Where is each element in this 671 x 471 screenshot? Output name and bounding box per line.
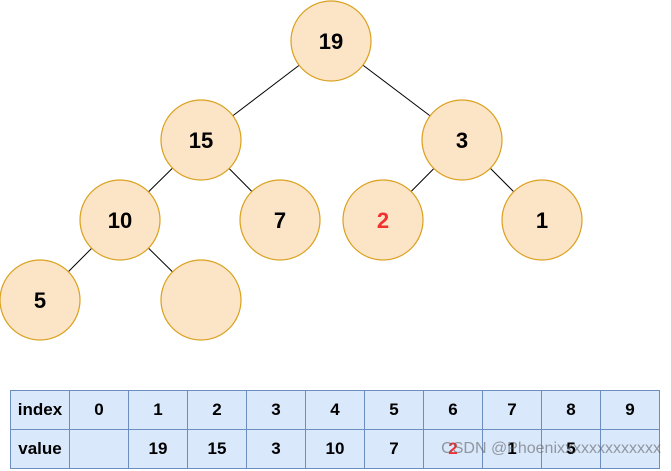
value-cell: 5 [541,429,601,469]
tree-edge [148,247,173,273]
tree-edge [67,247,93,273]
tree-node-circle [239,179,321,261]
tree-edges [67,64,515,273]
tree-edge [362,64,431,117]
value-cell [600,429,660,469]
value-cell: 19 [128,429,188,469]
tree-node: 15 [160,99,242,181]
tree-node-label: 15 [189,128,213,153]
index-cell: 6 [423,390,483,430]
tree-edge [489,167,515,193]
index-cell: 3 [246,390,306,430]
csdn-watermark: CSDN @Phoenixxxxxxxxxxxxx [441,440,661,457]
value-cell: 1 [482,429,542,469]
tree-node: 5 [0,259,81,341]
tree-node-label: 3 [456,128,468,153]
index-row-label: index [10,390,70,430]
tree-node-circle [0,259,81,341]
tree-node: 2 [342,179,424,261]
index-cell: 7 [482,390,542,430]
tree-node-circle [79,179,161,261]
value-cell: 15 [187,429,247,469]
tree-node-circle [501,179,583,261]
tree-edge [148,167,173,193]
tree-node-label: 1 [536,208,548,233]
tree-node-circle [421,99,503,181]
index-cell: 2 [187,390,247,430]
value-cell [69,429,129,469]
value-cell: 2 [423,429,483,469]
index-cell: 9 [600,390,660,430]
tree-node-circle [290,0,372,82]
tree-node: 3 [421,99,503,181]
tree-node: 19 [290,0,372,82]
index-cell: 5 [364,390,424,430]
index-cell: 8 [541,390,601,430]
tree-node: 10 [79,179,161,261]
value-row-label: value [10,429,70,469]
tree-node-label: 5 [34,288,46,313]
value-cell: 3 [246,429,306,469]
tree-node-circle [160,99,242,181]
tree-node-label: 2 [377,208,389,233]
tree-node-circle [160,259,242,341]
tree-edge [228,168,253,192]
value-cell: 7 [364,429,424,469]
tree-node-label: 19 [319,29,343,54]
tree-node: 1 [501,179,583,261]
tree-node-label: 7 [274,208,286,233]
index-cell: 0 [69,390,129,430]
tree-edge [410,168,435,192]
index-cell: 1 [128,390,188,430]
tree-node [160,259,242,341]
index-cell: 4 [305,390,365,430]
tree-edge [232,64,300,117]
tree-node: 7 [239,179,321,261]
tree-node-label: 10 [108,208,132,233]
value-cell: 10 [305,429,365,469]
tree-node-circle [342,179,424,261]
